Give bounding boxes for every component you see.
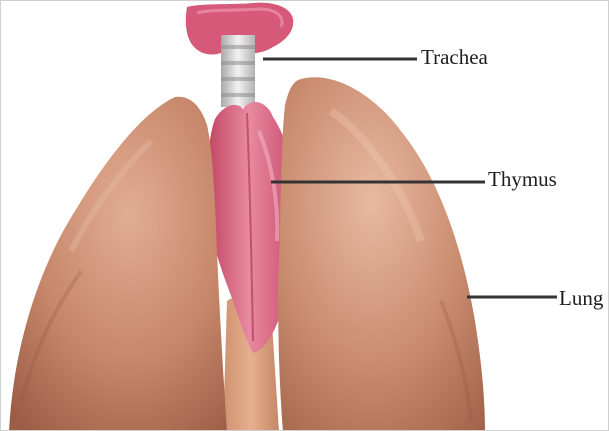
right-lung bbox=[278, 77, 485, 431]
lung-label: Lung bbox=[559, 288, 603, 309]
left-lung bbox=[9, 97, 227, 431]
trachea bbox=[221, 35, 255, 107]
thymus-label: Thymus bbox=[488, 169, 557, 190]
trachea-label: Trachea bbox=[421, 47, 488, 68]
